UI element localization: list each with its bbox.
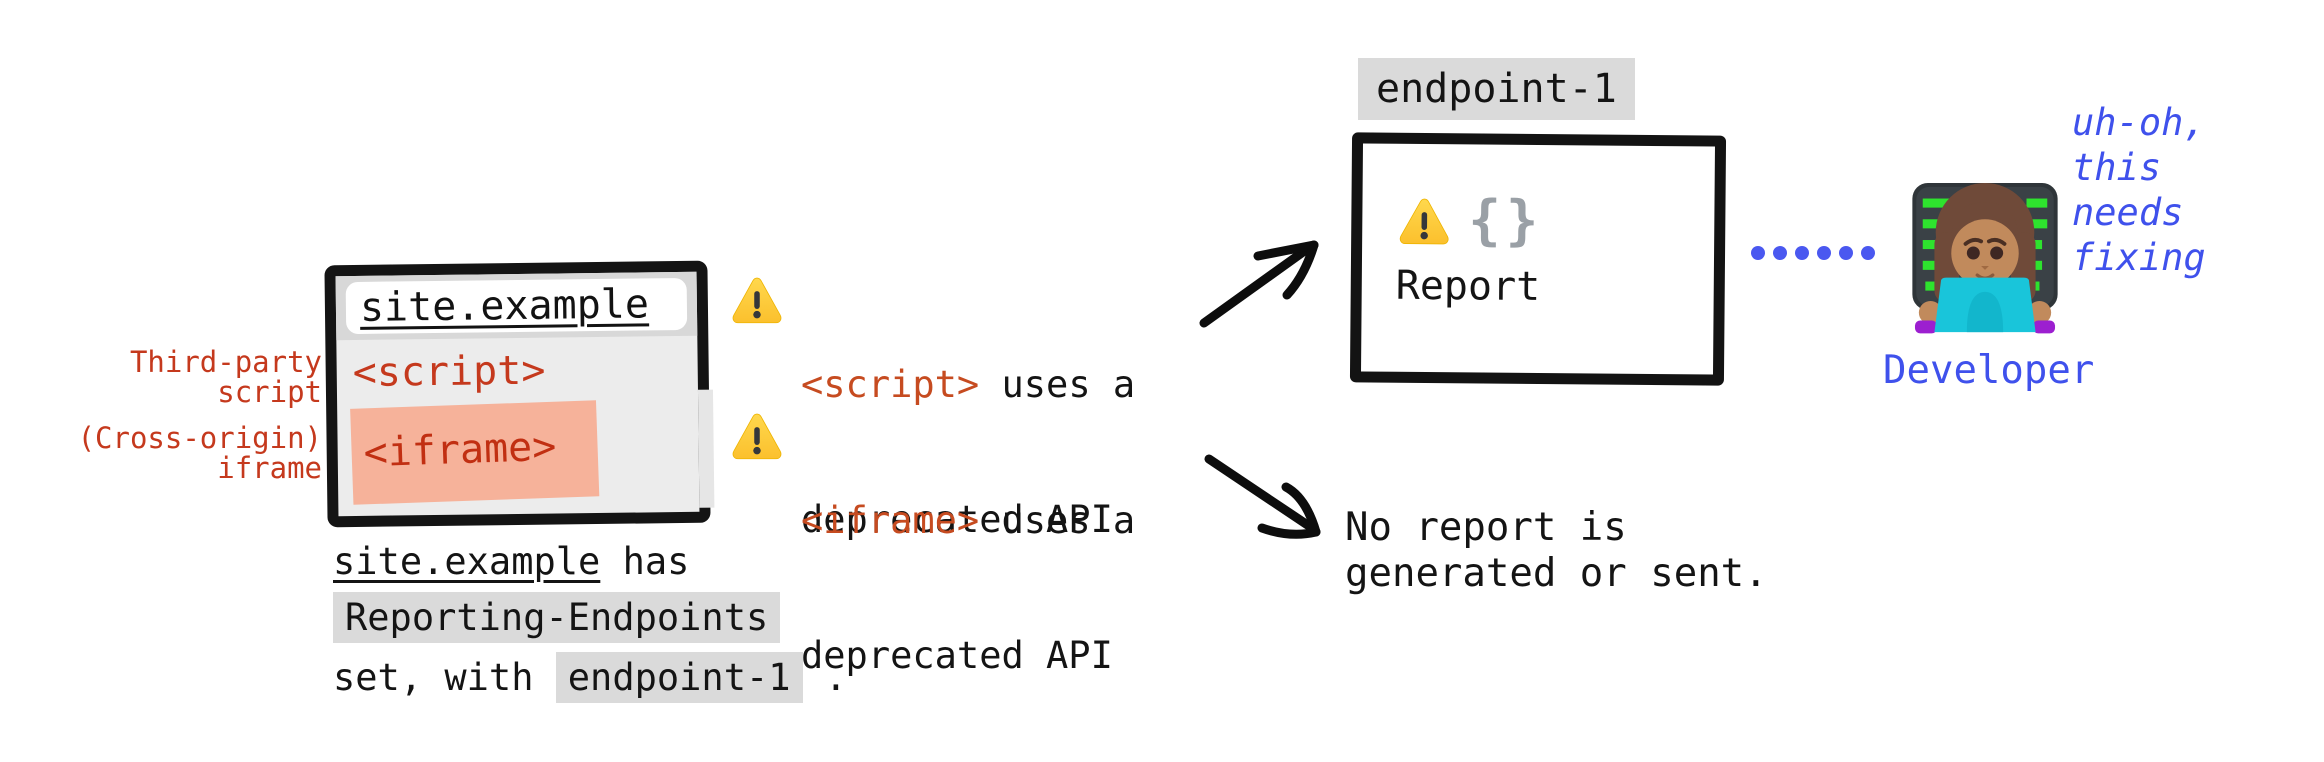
woman-technologist-emoji bbox=[1912, 182, 2058, 334]
dotted-connector bbox=[1751, 246, 1875, 260]
script-warning-row: <script> uses a deprecated API bbox=[729, 272, 1135, 632]
warning-iframe-line2: deprecated API bbox=[801, 634, 1113, 677]
endpoint-1-title-chip: endpoint-1 bbox=[1358, 58, 1635, 120]
report-label: Report bbox=[1395, 262, 1541, 311]
endpoint-1-chip: endpoint-1 bbox=[555, 652, 803, 703]
script-warning-text: <script> uses a deprecated API bbox=[801, 272, 1135, 632]
reporting-endpoints-chip: Reporting-Endpoints bbox=[333, 592, 781, 643]
caption-line-1: site.example has bbox=[333, 540, 689, 583]
third-party-script-label: Third-party script bbox=[129, 345, 322, 409]
json-braces-icon: {} bbox=[1468, 188, 1544, 253]
warning-script-line2: deprecated API bbox=[801, 498, 1113, 541]
dot bbox=[1861, 246, 1875, 260]
caption-line-2: Reporting-Endpoints bbox=[333, 592, 781, 643]
iframe-warning-text: <iframe> uses a deprecated API bbox=[801, 408, 1135, 762]
endpoint-report-box: {} Report bbox=[1349, 132, 1727, 386]
developer-thought-text: uh-oh, this needs fixing bbox=[2072, 101, 2206, 279]
warning-iframe-uses: uses a bbox=[979, 499, 1136, 542]
arrow-to-no-report-icon bbox=[1204, 454, 1321, 539]
developer-label: Developer bbox=[1883, 348, 2095, 393]
report-header: {} bbox=[1396, 188, 1715, 254]
iframe-warning-row: <iframe> uses a deprecated API bbox=[729, 408, 1135, 762]
dot bbox=[1817, 246, 1831, 260]
dot bbox=[1795, 246, 1809, 260]
arrow-to-endpoint-icon bbox=[1199, 240, 1319, 328]
caption-site-name: site.example bbox=[333, 540, 601, 583]
window-caption: site.example has Reporting-Endpoints set… bbox=[333, 540, 847, 703]
warning-script-tag: <script> bbox=[801, 363, 980, 406]
caption-has-text: has bbox=[600, 540, 690, 583]
cross-origin-iframe-label: (Cross-origin) iframe bbox=[77, 421, 322, 485]
dot bbox=[1751, 246, 1765, 260]
caption-period: . bbox=[802, 656, 848, 699]
dot bbox=[1839, 246, 1853, 260]
caption-set-with-text: set, with bbox=[333, 656, 556, 699]
warning-script-uses: uses a bbox=[979, 363, 1136, 406]
warning-icon bbox=[1399, 197, 1449, 244]
warning-iframe-tag: <iframe> bbox=[801, 499, 980, 542]
caption-line-3: set, with endpoint-1 . bbox=[333, 652, 847, 703]
dot bbox=[1773, 246, 1787, 260]
no-report-text: No report is generated or sent. bbox=[1345, 505, 1768, 596]
